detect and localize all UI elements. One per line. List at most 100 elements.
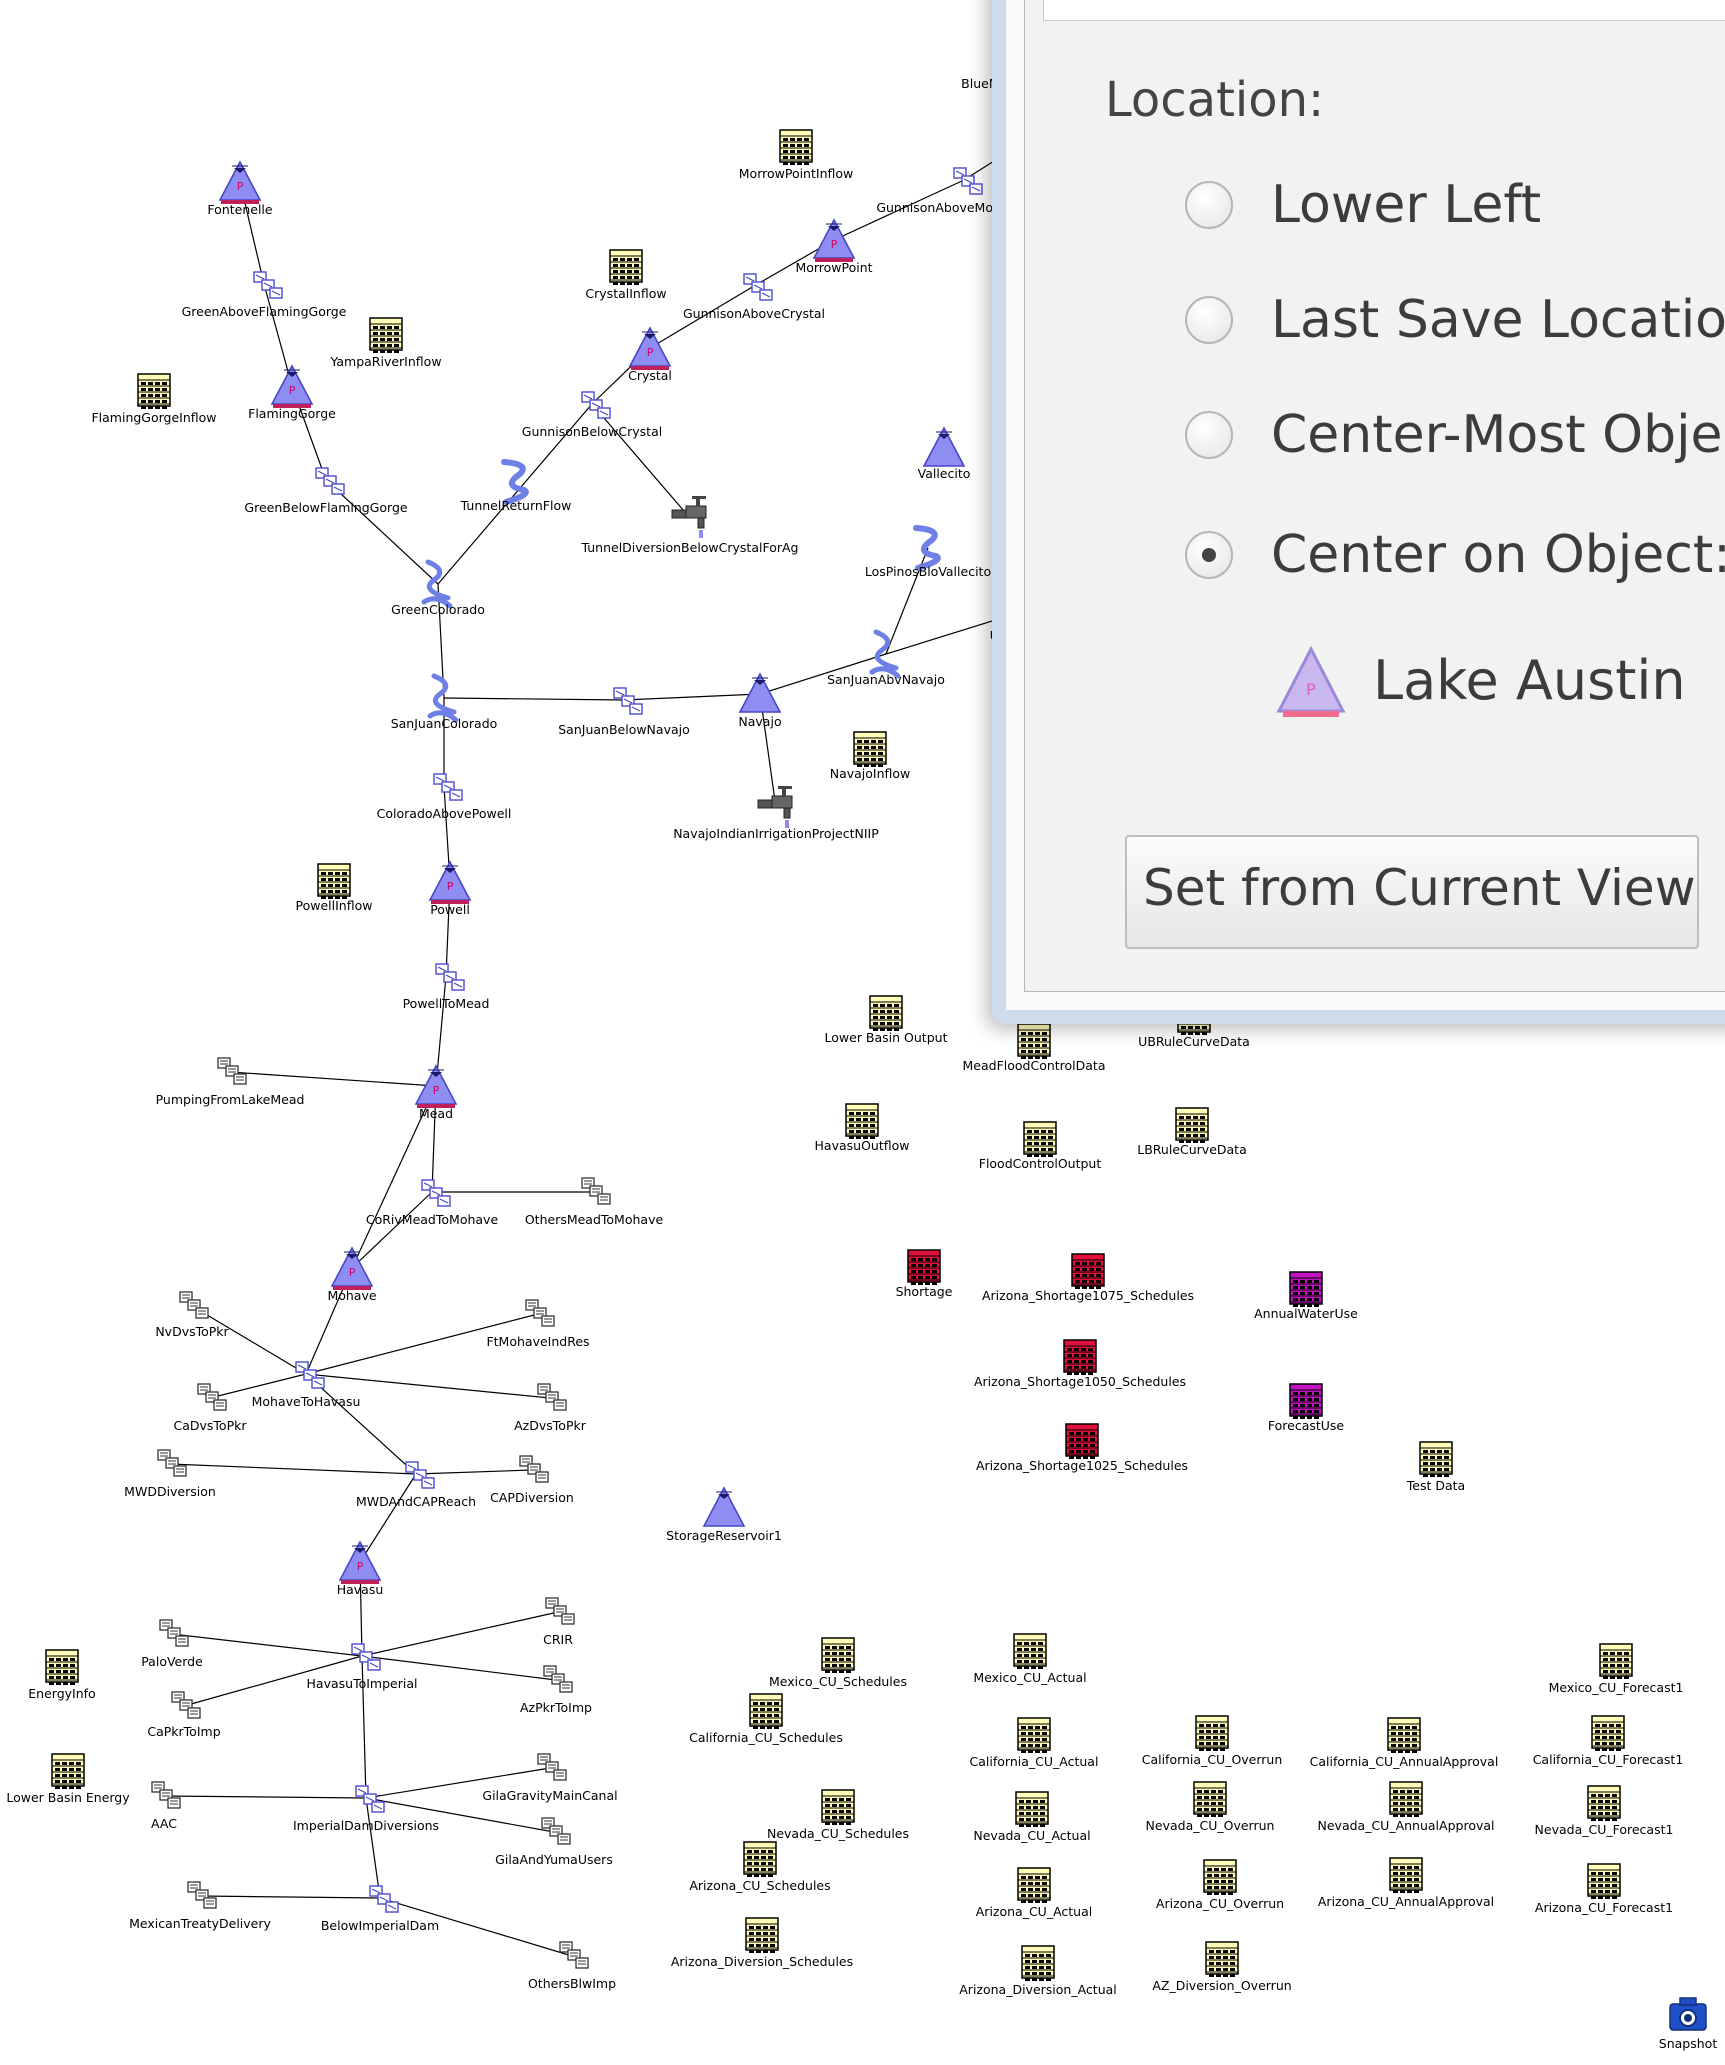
data-object-icon[interactable] bbox=[1195, 1715, 1229, 1751]
reach-icon[interactable] bbox=[295, 1361, 325, 1389]
diversion-icon[interactable] bbox=[197, 1383, 227, 1411]
radio-button-selected[interactable] bbox=[1185, 531, 1233, 579]
data-object-icon[interactable] bbox=[1289, 1383, 1323, 1419]
radio-center-on-object[interactable]: Center on Object: bbox=[1185, 525, 1725, 585]
data-object-icon[interactable] bbox=[45, 1649, 79, 1685]
diversion-icon[interactable] bbox=[159, 1619, 189, 1647]
data-object-icon[interactable] bbox=[369, 317, 403, 353]
data-object-icon[interactable] bbox=[1389, 1781, 1423, 1817]
data-object-icon[interactable] bbox=[51, 1753, 85, 1789]
reach-icon[interactable] bbox=[405, 1461, 435, 1489]
reach-icon[interactable] bbox=[369, 1885, 399, 1913]
reach-icon[interactable] bbox=[613, 687, 643, 715]
data-object-icon[interactable] bbox=[1599, 1643, 1633, 1679]
confluence-icon[interactable] bbox=[869, 629, 901, 679]
diversion-icon[interactable] bbox=[151, 1781, 181, 1809]
data-object-icon[interactable] bbox=[1021, 1945, 1055, 1981]
radio-button[interactable] bbox=[1185, 296, 1233, 344]
reach-icon[interactable] bbox=[351, 1643, 381, 1671]
data-object-icon[interactable] bbox=[1205, 1941, 1239, 1977]
reservoir-icon[interactable]: P bbox=[330, 1246, 374, 1290]
reach-icon[interactable] bbox=[253, 271, 283, 299]
data-object-icon[interactable] bbox=[1193, 1781, 1227, 1817]
reservoir-icon[interactable]: P bbox=[812, 218, 856, 262]
reach-icon[interactable] bbox=[953, 167, 983, 195]
data-object-icon[interactable] bbox=[1175, 1107, 1209, 1143]
data-object-icon[interactable] bbox=[1389, 1857, 1423, 1893]
data-object-icon[interactable] bbox=[1419, 1441, 1453, 1477]
diversion-icon[interactable] bbox=[217, 1057, 247, 1085]
data-object-icon[interactable] bbox=[1289, 1271, 1323, 1307]
data-object-icon[interactable] bbox=[821, 1789, 855, 1825]
set-from-current-view-button[interactable]: Set from Current View bbox=[1125, 835, 1699, 949]
data-object-icon[interactable] bbox=[869, 995, 903, 1031]
diversion-icon[interactable] bbox=[179, 1291, 209, 1319]
faucet-icon[interactable] bbox=[671, 496, 707, 538]
reservoir-icon[interactable] bbox=[702, 1486, 746, 1527]
confluence-icon[interactable] bbox=[421, 559, 453, 609]
data-object-icon[interactable] bbox=[609, 249, 643, 285]
faucet-icon[interactable] bbox=[757, 786, 793, 828]
selected-object-row[interactable]: P Lake Austin bbox=[1275, 645, 1725, 725]
radio-button[interactable] bbox=[1185, 181, 1233, 229]
data-object-icon[interactable] bbox=[317, 863, 351, 899]
data-object-icon[interactable] bbox=[1063, 1339, 1097, 1375]
data-object-icon[interactable] bbox=[1071, 1253, 1105, 1289]
reach-icon[interactable] bbox=[355, 1785, 385, 1813]
data-object-icon[interactable] bbox=[743, 1841, 777, 1877]
diversion-icon[interactable] bbox=[537, 1383, 567, 1411]
data-object-icon[interactable] bbox=[1015, 1791, 1049, 1827]
diversion-icon[interactable] bbox=[171, 1691, 201, 1719]
data-object-icon[interactable] bbox=[853, 731, 887, 767]
confluence-icon[interactable] bbox=[427, 673, 459, 723]
radio-button[interactable] bbox=[1185, 411, 1233, 459]
data-object-icon[interactable] bbox=[745, 1917, 779, 1953]
diversion-icon[interactable] bbox=[559, 1941, 589, 1969]
data-object-icon[interactable] bbox=[1591, 1715, 1625, 1751]
diversion-icon[interactable] bbox=[519, 1455, 549, 1483]
reservoir-icon[interactable]: P bbox=[270, 364, 314, 408]
data-object-icon[interactable] bbox=[137, 373, 171, 409]
reservoir-icon[interactable]: P bbox=[338, 1540, 382, 1584]
diversion-icon[interactable] bbox=[525, 1299, 555, 1327]
diversion-icon[interactable] bbox=[537, 1753, 567, 1781]
inflow-icon[interactable] bbox=[913, 525, 941, 571]
radio-lower-left[interactable]: Lower Left bbox=[1185, 175, 1725, 235]
data-object-icon[interactable] bbox=[749, 1693, 783, 1729]
reach-icon[interactable] bbox=[421, 1179, 451, 1207]
inflow-icon[interactable] bbox=[501, 459, 529, 505]
data-object-icon[interactable] bbox=[1017, 1867, 1051, 1903]
data-object-icon[interactable] bbox=[821, 1637, 855, 1673]
data-object-icon[interactable] bbox=[1587, 1785, 1621, 1821]
reach-icon[interactable] bbox=[315, 467, 345, 495]
data-object-icon[interactable] bbox=[1387, 1717, 1421, 1753]
diversion-icon[interactable] bbox=[187, 1881, 217, 1909]
reservoir-icon[interactable] bbox=[922, 426, 966, 467]
top-field[interactable] bbox=[1043, 0, 1725, 21]
reach-icon[interactable] bbox=[433, 773, 463, 801]
reach-icon[interactable] bbox=[435, 963, 465, 991]
data-object-icon[interactable] bbox=[1023, 1121, 1057, 1157]
data-object-icon[interactable] bbox=[779, 129, 813, 165]
diversion-icon[interactable] bbox=[157, 1449, 187, 1477]
reservoir-icon[interactable] bbox=[738, 672, 782, 713]
diversion-icon[interactable] bbox=[541, 1817, 571, 1845]
reservoir-icon[interactable]: P bbox=[218, 160, 262, 204]
reservoir-icon[interactable]: P bbox=[428, 860, 472, 904]
radio-last-save-location[interactable]: Last Save Location bbox=[1185, 290, 1725, 350]
data-object-icon[interactable] bbox=[1587, 1863, 1621, 1899]
reservoir-icon[interactable]: P bbox=[628, 326, 672, 370]
data-object-icon[interactable] bbox=[1017, 1717, 1051, 1753]
reservoir-icon[interactable]: P bbox=[414, 1064, 458, 1108]
diversion-icon[interactable] bbox=[545, 1597, 575, 1625]
data-object-icon[interactable] bbox=[845, 1103, 879, 1139]
data-object-icon[interactable] bbox=[1013, 1633, 1047, 1669]
data-object-icon[interactable] bbox=[1065, 1423, 1099, 1459]
diversion-icon[interactable] bbox=[581, 1177, 611, 1205]
reach-icon[interactable] bbox=[743, 273, 773, 301]
data-object-icon[interactable] bbox=[907, 1249, 941, 1285]
diversion-icon[interactable] bbox=[543, 1665, 573, 1693]
data-object-icon[interactable] bbox=[1203, 1859, 1237, 1895]
reach-icon[interactable] bbox=[581, 391, 611, 419]
